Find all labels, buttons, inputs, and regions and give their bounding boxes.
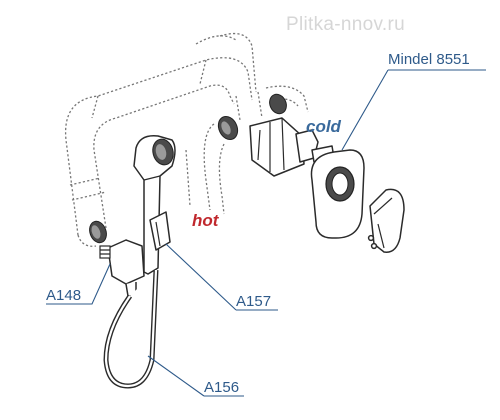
pipe-ends	[89, 93, 287, 244]
a157-label: A157	[236, 293, 271, 310]
shower-hose	[103, 269, 159, 389]
hot-label: hot	[192, 211, 220, 230]
a148-leader	[46, 263, 111, 305]
wall-outlet	[99, 239, 145, 297]
a148-label: A148	[46, 287, 81, 304]
watermark: Plitka-nnov.ru	[286, 14, 405, 35]
dashed-pipework	[64, 32, 309, 247]
a156-leader	[147, 355, 244, 397]
lever-handle	[367, 188, 405, 253]
model-label: Mindel 8551	[388, 51, 470, 68]
model-leader	[341, 69, 486, 151]
cold-label: cold	[306, 117, 342, 136]
a156-label: A156	[204, 379, 239, 396]
shower-holder	[149, 211, 171, 251]
a157-leader	[165, 243, 278, 311]
cover-plate	[310, 149, 365, 239]
